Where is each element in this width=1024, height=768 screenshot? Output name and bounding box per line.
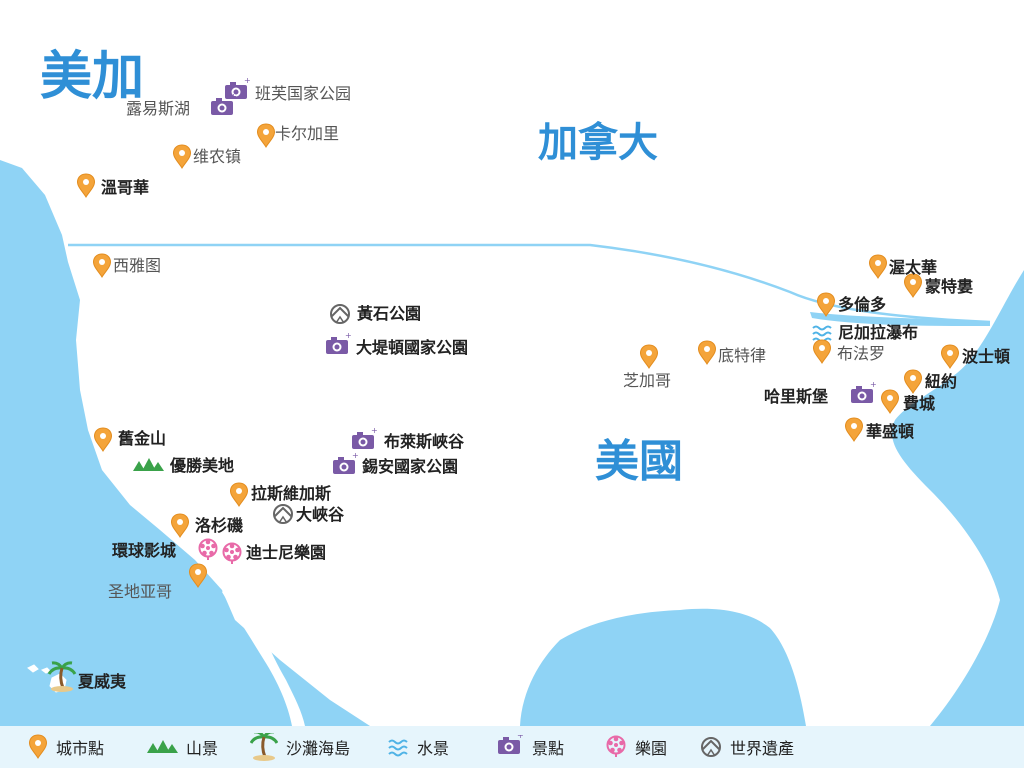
legend-label-beach: 沙灘海島 — [286, 739, 351, 758]
marker-grand-teton[interactable] — [326, 331, 352, 354]
label-vernon[interactable]: 维农镇 — [193, 147, 242, 166]
marker-calgary[interactable] — [257, 123, 275, 148]
marker-yosemite[interactable] — [133, 458, 164, 471]
legend-label-heritage: 世界遺產 — [730, 739, 795, 758]
marker-washington[interactable] — [845, 417, 863, 442]
label-san-diego[interactable]: 圣地亚哥 — [108, 582, 173, 601]
label-san-francisco[interactable]: 舊金山 — [118, 429, 167, 448]
label-grand-teton[interactable]: 大堤頓國家公園 — [356, 338, 469, 357]
label-buffalo[interactable]: 布法罗 — [837, 344, 886, 363]
marker-philadelphia[interactable] — [881, 389, 899, 414]
legend-item-heritage: 世界遺產 — [700, 726, 794, 768]
legend-item-water: 水景 — [387, 726, 449, 768]
city-pin-icon — [29, 734, 47, 759]
label-lake-louise[interactable]: 露易斯湖 — [126, 99, 191, 118]
usa-label: 美國 — [595, 436, 683, 487]
marker-banff[interactable] — [225, 76, 251, 99]
canada-label: 加拿大 — [538, 120, 658, 166]
marker-toronto[interactable] — [817, 292, 835, 317]
marker-vancouver[interactable] — [77, 173, 95, 198]
canada-us-border — [68, 243, 991, 324]
pacific-ocean — [0, 160, 370, 726]
florida-peninsula — [770, 612, 875, 726]
label-new-york[interactable]: 紐約 — [925, 372, 958, 391]
marker-grand-canyon[interactable] — [273, 504, 293, 524]
marker-disneyland[interactable] — [222, 542, 242, 565]
palm-tree-icon — [250, 733, 278, 761]
legend-item-attraction: 景點 — [496, 726, 564, 768]
water-waves-icon — [388, 739, 408, 757]
baja-peninsula — [222, 586, 305, 726]
label-banff[interactable]: 班芙国家公园 — [255, 84, 352, 103]
world-heritage-icon — [701, 737, 721, 757]
label-zion[interactable]: 錫安國家公園 — [362, 457, 459, 476]
marker-harrisburg[interactable] — [851, 380, 877, 403]
camera-icon — [498, 735, 524, 754]
atlantic-ocean — [891, 270, 1024, 726]
label-yellowstone[interactable]: 黃石公園 — [357, 304, 422, 323]
marker-niagara[interactable] — [812, 325, 832, 343]
label-las-vegas[interactable]: 拉斯維加斯 — [251, 484, 332, 503]
legend-item-beach: 沙灘海島 — [250, 726, 350, 768]
marker-san-francisco[interactable] — [94, 427, 112, 452]
legend-item-park: 樂園 — [605, 726, 667, 768]
marker-buffalo[interactable] — [813, 339, 831, 364]
marker-ottawa[interactable] — [869, 254, 887, 279]
legend-item-mountain: 山景 — [146, 726, 218, 768]
label-yosemite[interactable]: 優勝美地 — [170, 456, 235, 475]
mountain-icon — [147, 740, 178, 753]
marker-lake-louise[interactable] — [211, 92, 237, 115]
gulf-of-mexico — [520, 608, 806, 726]
marker-los-angeles[interactable] — [171, 513, 189, 538]
marker-yellowstone[interactable] — [330, 304, 350, 324]
label-los-angeles[interactable]: 洛杉磯 — [195, 516, 244, 535]
label-niagara[interactable]: 尼加拉瀑布 — [838, 323, 919, 342]
label-grand-canyon[interactable]: 大峽谷 — [296, 505, 345, 524]
great-lakes — [810, 312, 990, 326]
label-washington[interactable]: 華盛頓 — [866, 422, 915, 441]
label-ottawa[interactable]: 渥太華 — [889, 258, 938, 277]
marker-universal[interactable] — [198, 538, 218, 561]
legend-bar: 城市點 山景 沙灘海島 水景 景點 樂園 世界遺產 — [0, 726, 1024, 768]
legend-item-city: 城市點 — [28, 726, 104, 768]
legend-label-water: 水景 — [417, 739, 450, 758]
ferris-wheel-icon — [606, 735, 626, 758]
legend-label-mountain: 山景 — [186, 739, 219, 758]
label-disneyland[interactable]: 迪士尼樂園 — [246, 543, 327, 562]
label-chicago[interactable]: 芝加哥 — [623, 371, 672, 390]
label-vancouver[interactable]: 溫哥華 — [101, 178, 150, 197]
label-bryce[interactable]: 布萊斯峽谷 — [384, 432, 465, 451]
label-montreal[interactable]: 蒙特婁 — [925, 277, 974, 296]
label-detroit[interactable]: 底特律 — [718, 346, 767, 365]
marker-las-vegas[interactable] — [230, 482, 248, 507]
legend-label-park: 樂園 — [635, 739, 668, 758]
marker-new-york[interactable] — [904, 369, 922, 394]
marker-boston[interactable] — [941, 344, 959, 369]
label-philadelphia[interactable]: 費城 — [903, 394, 936, 413]
marker-vernon[interactable] — [173, 144, 191, 169]
legend-label-city: 城市點 — [56, 739, 105, 758]
label-calgary[interactable]: 卡尔加里 — [275, 124, 340, 143]
marker-bryce[interactable] — [352, 426, 378, 449]
map-title: 美加 — [40, 47, 145, 107]
marker-detroit[interactable] — [698, 340, 716, 365]
label-toronto[interactable]: 多倫多 — [838, 295, 887, 314]
label-boston[interactable]: 波士頓 — [962, 347, 1011, 366]
marker-seattle[interactable] — [93, 253, 111, 278]
legend-label-attraction: 景點 — [532, 739, 565, 758]
label-universal[interactable]: 環球影城 — [112, 541, 177, 560]
marker-chicago[interactable] — [640, 344, 658, 369]
label-seattle[interactable]: 西雅图 — [113, 256, 162, 275]
label-hawaii[interactable]: 夏威夷 — [78, 672, 127, 691]
marker-zion[interactable] — [333, 451, 359, 474]
label-harrisburg[interactable]: 哈里斯堡 — [764, 387, 829, 406]
